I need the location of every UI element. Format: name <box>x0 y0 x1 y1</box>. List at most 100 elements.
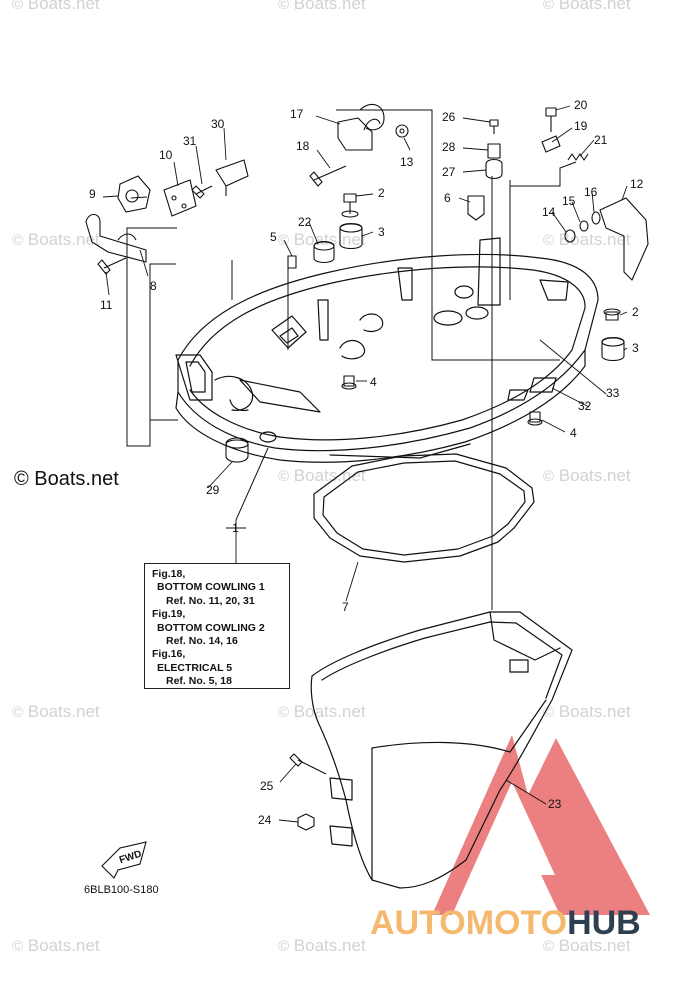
washer-13 <box>395 124 409 138</box>
ref-section-title: ELECTRICAL 5 <box>157 661 233 674</box>
callout-18: 18 <box>296 139 310 153</box>
ref-section-title: BOTTOM COWLING 2 <box>157 621 265 634</box>
callout-31: 31 <box>183 134 197 148</box>
watermark: © Boats.net <box>543 230 631 249</box>
bracket-6 <box>467 195 485 221</box>
watermark: © Boats.net <box>278 936 366 955</box>
ref-section-title: BOTTOM COWLING 1 <box>157 581 265 594</box>
callout-2: 2 <box>378 186 385 200</box>
damper-4-upper <box>341 375 357 390</box>
spring-21 <box>567 153 589 161</box>
logo-triangle-icon <box>432 735 650 915</box>
callout-12: 12 <box>630 177 644 191</box>
callout-3: 3 <box>378 225 385 239</box>
callout-11: 11 <box>100 298 113 312</box>
callout-9: 9 <box>89 187 96 201</box>
watermark: © Boats.net <box>12 230 100 249</box>
grommet-3-top <box>339 222 363 250</box>
latch-12 <box>599 197 649 281</box>
callout-3: 3 <box>632 341 639 355</box>
bracket-part-17 <box>337 103 385 151</box>
bolt-18 <box>309 165 347 187</box>
bolt-31 <box>191 185 213 199</box>
bolt-25 <box>289 753 327 775</box>
callout-19: 19 <box>574 119 588 133</box>
automotohub-logo: AUTOMOTOHUB <box>370 904 641 942</box>
callout-4: 4 <box>570 426 577 440</box>
callout-26: 26 <box>442 110 456 124</box>
callout-23: 23 <box>548 797 562 811</box>
damper-4-lower <box>527 411 543 426</box>
cap-9 <box>117 175 151 213</box>
plate-10 <box>163 179 197 217</box>
watermark: © Boats.net <box>543 466 631 485</box>
nut-24 <box>297 813 315 831</box>
callout-5: 5 <box>270 230 277 244</box>
bolt-20 <box>545 107 557 132</box>
grommet-27 <box>485 158 503 180</box>
reference-line-left <box>126 227 178 447</box>
ref-fig-label: Fig.19, <box>152 608 186 621</box>
ref-fig-label: Fig.18, <box>152 568 186 580</box>
fwd-arrow-icon: FWD <box>101 841 147 879</box>
callout-25: 25 <box>260 779 274 793</box>
watermark: © Boats.net <box>278 230 366 249</box>
callout-14: 14 <box>542 205 556 219</box>
washer-15 <box>579 220 589 232</box>
watermark: © Boats.net <box>543 936 631 955</box>
callout-28: 28 <box>442 140 456 154</box>
watermark: © Boats.net <box>278 702 366 721</box>
callout-10: 10 <box>159 148 173 162</box>
plug-29 <box>225 437 249 463</box>
plate-19 <box>541 135 561 153</box>
grommet-3-right <box>601 336 625 362</box>
callout-6: 6 <box>444 191 451 205</box>
callout-21: 21 <box>594 133 608 147</box>
screw-5 <box>287 255 297 269</box>
collar-28 <box>487 143 501 159</box>
seal-gasket <box>313 453 535 563</box>
wire-clamp-8 <box>85 213 147 263</box>
bottom-cowling-upper <box>175 237 599 463</box>
callout-16: 16 <box>584 185 598 199</box>
diagram-code: 6BLB100-S180 <box>84 884 159 896</box>
grommet-22 <box>313 240 335 264</box>
washer-14 <box>564 229 576 243</box>
callout-2: 2 <box>632 305 639 319</box>
watermark: © Boats.net <box>12 0 100 13</box>
watermark: © Boats.net <box>278 0 366 13</box>
bolt-2-right <box>603 308 621 321</box>
bottom-cowling-lower <box>310 611 573 889</box>
watermark: © Boats.net <box>543 0 631 13</box>
callout-17: 17 <box>290 107 304 121</box>
callout-15: 15 <box>562 194 576 208</box>
bracket-30 <box>215 159 249 196</box>
ref-fig-label: Fig.16, <box>152 648 186 661</box>
callout-30: 30 <box>211 117 225 131</box>
callout-13: 13 <box>400 155 414 169</box>
washer-16 <box>591 211 601 225</box>
boats-net-brand: © Boats.net <box>14 468 119 490</box>
callout-33: 33 <box>606 386 620 400</box>
callout-8: 8 <box>150 279 157 293</box>
callout-24: 24 <box>258 813 272 827</box>
callout-1: 1 <box>232 521 239 535</box>
ref-numbers: Ref. No. 5, 18 <box>166 675 232 688</box>
bolt-2-top <box>341 193 359 218</box>
reference-box: Fig.18, BOTTOM COWLING 1 Ref. No. 11, 20… <box>144 563 290 689</box>
ref-numbers: Ref. No. 14, 16 <box>166 635 238 648</box>
callout-4: 4 <box>370 375 377 389</box>
watermark: © Boats.net <box>12 936 100 955</box>
bolt-26 <box>489 119 499 134</box>
callout-22: 22 <box>298 215 312 229</box>
watermark: © Boats.net <box>12 702 100 721</box>
callout-29: 29 <box>206 483 220 497</box>
callout-27: 27 <box>442 165 456 179</box>
ref-numbers: Ref. No. 11, 20, 31 <box>166 594 255 607</box>
bolt-11 <box>97 257 127 275</box>
callout-32: 32 <box>578 399 592 413</box>
watermark: © Boats.net <box>543 702 631 721</box>
callout-7: 7 <box>342 600 349 614</box>
callout-20: 20 <box>574 98 588 112</box>
